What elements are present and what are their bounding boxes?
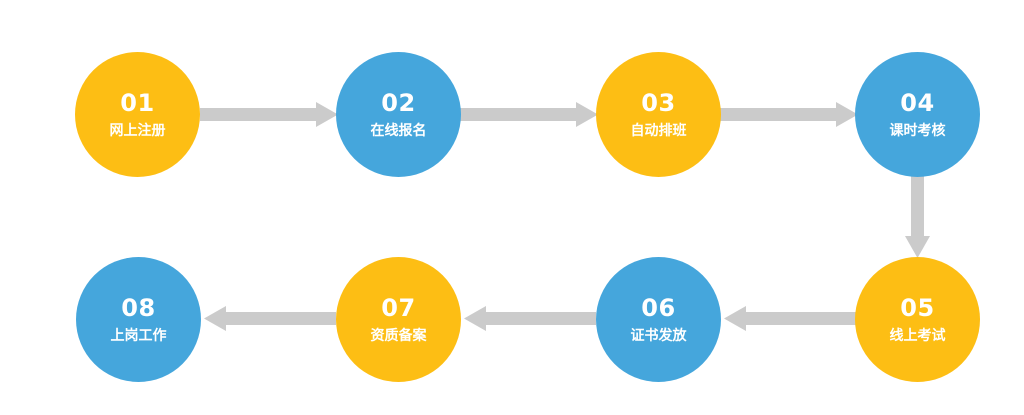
arrow-05-06	[724, 306, 856, 331]
step-label: 线上考试	[889, 327, 946, 344]
step-label: 上岗工作	[110, 327, 167, 344]
arrow-04-05	[905, 176, 930, 258]
step-number: 07	[381, 293, 416, 322]
step-02-online-enrollment: 02 在线报名	[336, 52, 461, 177]
arrow-02-03	[460, 102, 598, 127]
step-number: 08	[121, 293, 156, 322]
arrow-07-08	[204, 306, 336, 331]
step-number: 05	[900, 293, 935, 322]
step-number: 02	[381, 88, 416, 117]
step-label: 在线报名	[370, 122, 427, 139]
step-03-auto-scheduling: 03 自动排班	[596, 52, 721, 177]
arrow-01-02	[200, 102, 338, 127]
step-label: 资质备案	[370, 327, 427, 344]
step-number: 03	[641, 88, 676, 117]
step-label: 证书发放	[630, 327, 687, 344]
step-08-start-work: 08 上岗工作	[76, 257, 201, 382]
step-07-qualification-filing: 07 资质备案	[336, 257, 461, 382]
step-label: 自动排班	[630, 122, 687, 139]
step-06-certificate-issuance: 06 证书发放	[596, 257, 721, 382]
step-number: 01	[120, 88, 155, 117]
step-04-hours-assessment: 04 课时考核	[855, 52, 980, 177]
arrow-06-07	[464, 306, 596, 331]
arrow-03-04	[718, 102, 858, 127]
step-label: 课时考核	[889, 122, 946, 139]
step-01-online-registration: 01 网上注册	[75, 52, 200, 177]
step-label: 网上注册	[109, 122, 166, 139]
step-number: 04	[900, 88, 935, 117]
step-number: 06	[641, 293, 676, 322]
step-05-online-exam: 05 线上考试	[855, 257, 980, 382]
